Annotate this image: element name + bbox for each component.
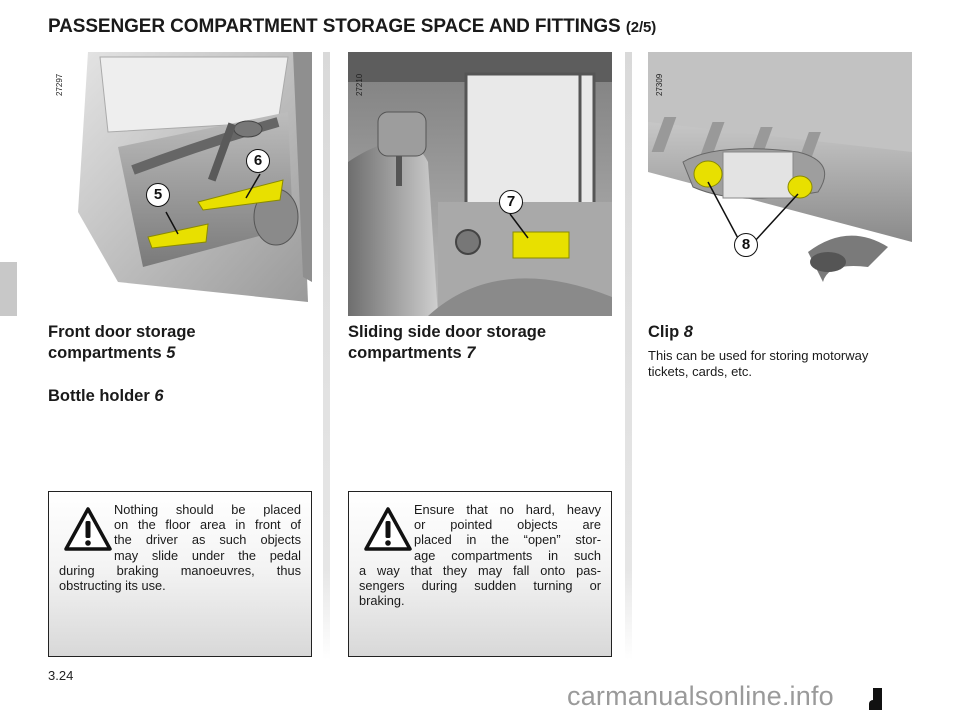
warning-line: the driver as such objects xyxy=(114,532,301,548)
reference-number: 8 xyxy=(683,323,693,341)
column-separator xyxy=(625,52,632,660)
section-tab xyxy=(0,262,17,316)
heading-bottle-holder: Bottle holder 6 xyxy=(48,386,164,407)
heading-sliding-door-storage: Sliding side door storage compartments 7 xyxy=(348,322,546,364)
warning-line: obstructing its use. xyxy=(59,578,166,594)
reference-number: 6 xyxy=(154,387,164,405)
heading-line: Clip xyxy=(648,323,680,341)
callout-5: 5 xyxy=(146,183,170,207)
heading-line: compartments xyxy=(48,344,162,362)
warning-line: may slide under the pedal xyxy=(114,547,301,563)
warning-triangle-icon xyxy=(64,507,112,551)
warning-line: braking. xyxy=(359,593,405,609)
warning-line: on the floor area in front of xyxy=(114,517,301,533)
reference-number: 5 xyxy=(166,344,176,362)
warning-line: age compartments in such xyxy=(414,547,601,563)
clip-description: This can be used for storing motorway ti… xyxy=(648,348,912,380)
warning-line: during braking manoeuvres, thus xyxy=(59,562,301,578)
warning-box-driver-floor: Nothing should be placed on the floor ar… xyxy=(48,491,312,657)
warning-line: sengers during sudden turning or xyxy=(359,578,601,594)
heading-clip: Clip 8 xyxy=(648,322,693,343)
corner-mark xyxy=(869,700,877,710)
heading-line: Bottle holder xyxy=(48,387,150,405)
warning-triangle-icon xyxy=(364,507,412,551)
corner-mark xyxy=(873,688,882,710)
title-text: PASSENGER COMPARTMENT STORAGE SPACE AND … xyxy=(48,16,621,37)
callout-8: 8 xyxy=(734,233,758,257)
heading-line: compartments xyxy=(348,344,462,362)
warning-line: placed in the “open” stor- xyxy=(414,532,601,548)
warning-text: Ensure that no hard, heavy or pointed ob… xyxy=(359,502,601,608)
photo-id: 27297 xyxy=(55,73,64,96)
body-line: tickets, cards, etc. xyxy=(648,364,753,379)
page-number: 3.24 xyxy=(48,668,74,683)
heading-line: Sliding side door storage xyxy=(348,323,547,341)
photo-front-door xyxy=(48,52,312,316)
heading-front-door-storage: Front door storage compartments 5 xyxy=(48,322,196,364)
callout-7: 7 xyxy=(499,190,523,214)
photo-id: 27210 xyxy=(355,73,364,96)
watermark: carmanualsonline.info xyxy=(567,681,834,710)
callout-6: 6 xyxy=(246,149,270,173)
photo-clip xyxy=(648,52,912,316)
body-line: This can be used for storing motorway xyxy=(648,348,869,363)
reference-number: 7 xyxy=(466,344,476,362)
heading-line: Front door storage xyxy=(48,323,196,341)
warning-line: a way that they may fall onto pas- xyxy=(359,562,601,578)
photo-sliding-door xyxy=(348,52,612,316)
column-separator xyxy=(323,52,330,660)
photo-id: 27309 xyxy=(655,73,664,96)
warning-line: Ensure that no hard, heavy xyxy=(414,502,601,517)
warning-line: or pointed objects are xyxy=(414,517,601,533)
warning-text: Nothing should be placed on the floor ar… xyxy=(59,502,301,593)
warning-line: Nothing should be placed xyxy=(114,502,301,517)
warning-box-open-storage: Ensure that no hard, heavy or pointed ob… xyxy=(348,491,612,657)
page-title: PASSENGER COMPARTMENT STORAGE SPACE AND … xyxy=(48,16,656,38)
title-part: (2/5) xyxy=(625,19,657,36)
